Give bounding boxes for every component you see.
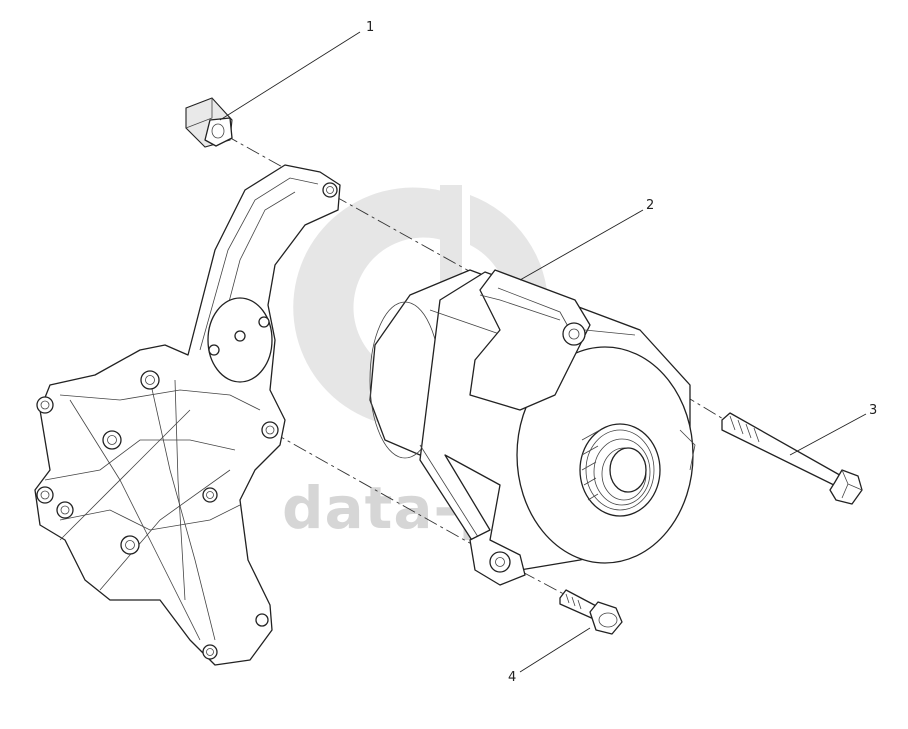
mounting-bracket (34, 164, 341, 666)
callout-number-3: 3 (869, 403, 877, 418)
callout-number-2: 2 (646, 198, 654, 213)
spacer-sleeve (185, 97, 233, 148)
alternator (369, 269, 696, 586)
flange-bolt (559, 589, 623, 635)
callout-number-1: 1 (366, 20, 374, 35)
callout-number-4: 4 (508, 670, 516, 685)
callouts: 1 2 3 4 (219, 20, 877, 685)
long-bolt (721, 412, 863, 505)
